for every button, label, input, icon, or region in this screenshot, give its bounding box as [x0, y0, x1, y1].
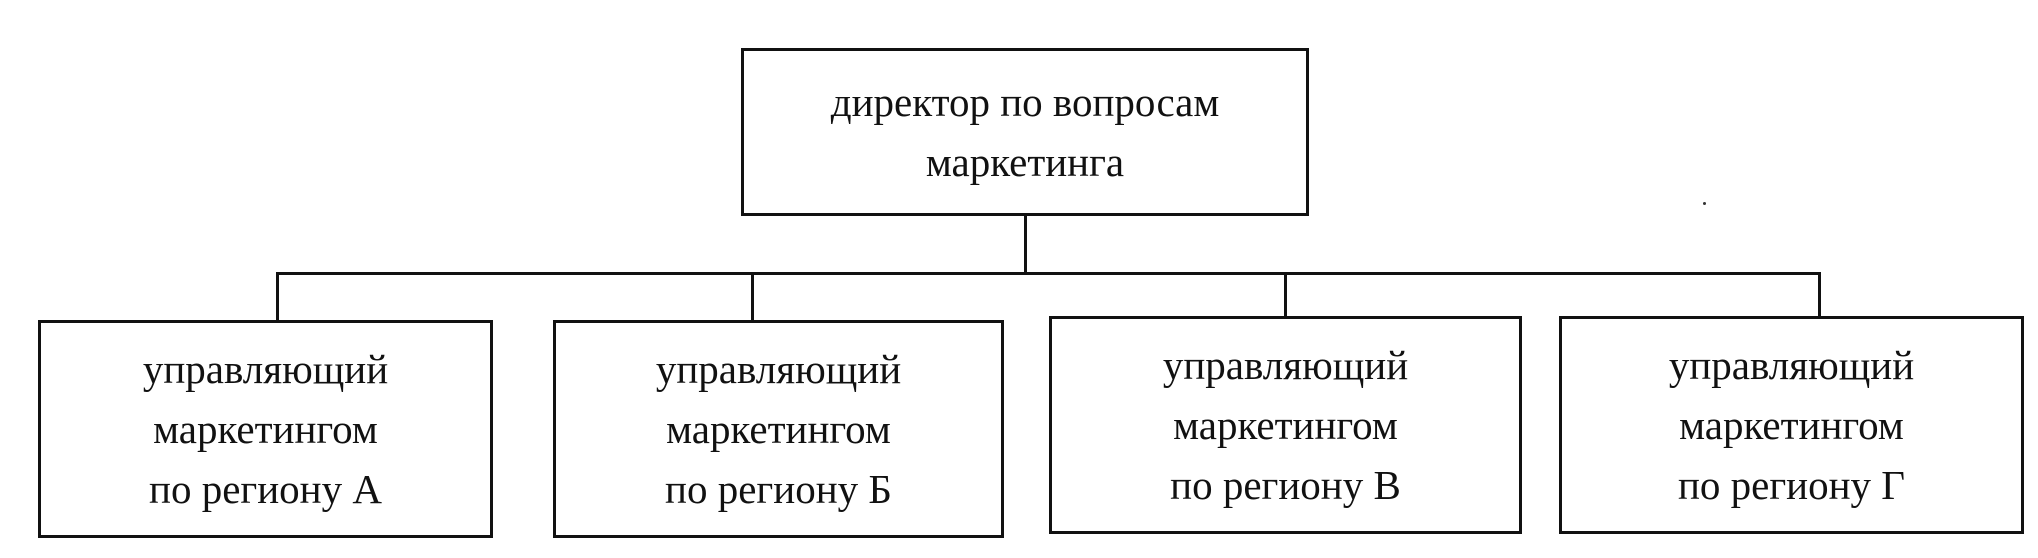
connector-root-down [1024, 213, 1027, 275]
connector-child-a [276, 272, 279, 322]
node-region-b-line-1: управляющий [655, 346, 902, 392]
node-region-v-line-2: маркетингом [1173, 402, 1398, 448]
node-region-v-line-1: управляющий [1162, 342, 1409, 388]
node-region-g-line-1: управляющий [1668, 342, 1915, 388]
connector-horizontal-bar [276, 272, 1821, 275]
node-region-a-line-1: управляющий [142, 346, 389, 392]
node-region-g-line-2: маркетингом [1679, 402, 1904, 448]
node-region-b-line-3: по региону Б [665, 466, 892, 512]
node-region-v-line-3: по региону В [1170, 462, 1401, 508]
node-marketing-director-line-2: маркетинга [925, 139, 1125, 185]
node-region-g-manager: управляющий маркетингом по региону Г [1559, 316, 2024, 534]
connector-child-b [751, 272, 754, 322]
node-region-b-manager: управляющий маркетингом по региону Б [553, 320, 1004, 538]
node-region-a-manager: управляющий маркетингом по региону А [38, 320, 493, 538]
scan-speck [1703, 202, 1706, 205]
node-marketing-director: директор по вопросам маркетинга [741, 48, 1309, 216]
node-region-v-manager: управляющий маркетингом по региону В [1049, 316, 1522, 534]
connector-child-v [1284, 272, 1287, 318]
node-region-b-line-2: маркетингом [666, 406, 891, 452]
node-region-a-line-2: маркетингом [153, 406, 378, 452]
connector-child-g [1818, 272, 1821, 318]
node-region-a-line-3: по региону А [149, 466, 382, 512]
node-region-g-line-3: по региону Г [1677, 462, 1906, 508]
node-marketing-director-line-1: директор по вопросам [830, 79, 1220, 125]
